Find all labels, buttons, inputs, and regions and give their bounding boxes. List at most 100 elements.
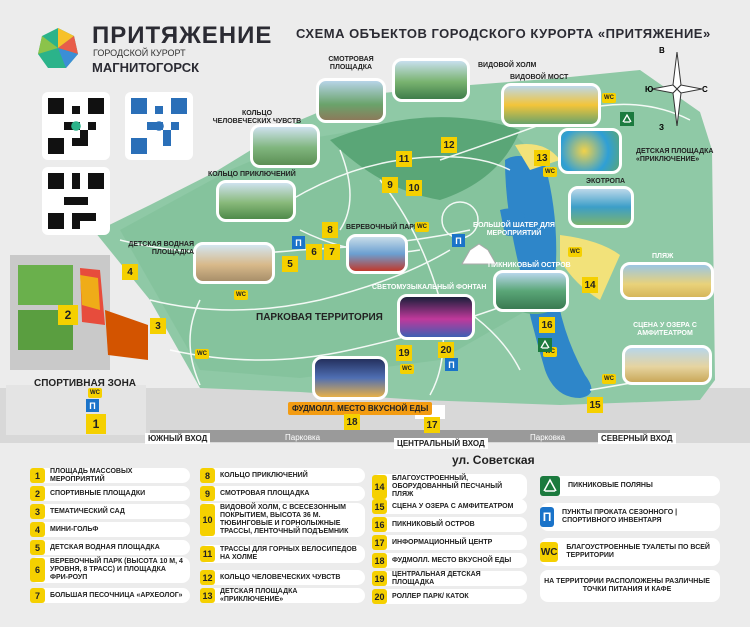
wc-marker[interactable]: WC bbox=[234, 290, 248, 300]
qr-icon bbox=[48, 173, 104, 229]
map-marker-9[interactable]: 9 bbox=[382, 177, 398, 193]
photo-stage[interactable] bbox=[622, 345, 712, 385]
map-marker-5[interactable]: 5 bbox=[282, 256, 298, 272]
label-fountain: СВЕТОМУЗЫКАЛЬНЫЙ ФОНТАН bbox=[372, 284, 487, 291]
north-gate[interactable]: СЕВЕРНЫЙ ВХОД bbox=[598, 433, 676, 444]
brand-subtitle: ГОРОДСКОЙ КУРОРТ bbox=[93, 48, 186, 58]
label-scenic-bridge: ВИДОВОЙ МОСТ bbox=[510, 74, 569, 81]
label-park-territory: ПАРКОВАЯ ТЕРРИТОРИЯ bbox=[256, 312, 383, 323]
wc-marker[interactable]: WC bbox=[543, 347, 557, 357]
map-marker-8[interactable]: 8 bbox=[322, 222, 338, 238]
rental-marker[interactable]: П bbox=[445, 358, 458, 371]
qr-code-1[interactable] bbox=[42, 92, 110, 160]
photo-scenic-bridge[interactable] bbox=[501, 83, 601, 127]
photo-scenic-hill[interactable] bbox=[392, 58, 470, 102]
photo-food-court[interactable] bbox=[312, 356, 388, 400]
picnic-icon[interactable] bbox=[620, 112, 634, 126]
label-picnic-island: ПИКНИКОВЫЙ ОСТРОВ bbox=[488, 262, 571, 269]
legend-wc: WC БЛАГОУСТРОЕННЫЕ ТУАЛЕТЫ ПО ВСЕЙ ТЕРРИ… bbox=[540, 538, 720, 566]
map-marker-1[interactable]: 1 bbox=[86, 414, 106, 434]
qr-icon bbox=[48, 98, 104, 154]
label-scenic-hill: ВИДОВОЙ ХОЛМ bbox=[478, 62, 537, 69]
wc-marker[interactable]: WC bbox=[195, 349, 209, 359]
label-adventure-ring: КОЛЬЦО ПРИКЛЮЧЕНИЙ bbox=[208, 171, 296, 178]
rent-icon: П bbox=[540, 507, 555, 527]
map-marker-6[interactable]: 6 bbox=[306, 244, 322, 260]
rental-marker[interactable]: П bbox=[452, 234, 465, 247]
wc-marker[interactable]: WC bbox=[602, 374, 616, 384]
qr-icon bbox=[131, 98, 187, 154]
photo-fountain[interactable] bbox=[397, 294, 475, 340]
map-marker-17[interactable]: 17 bbox=[424, 417, 440, 433]
south-gate[interactable]: ЮЖНЫЙ ВХОД bbox=[145, 433, 211, 444]
label-stage: СЦЕНА У ОЗЕРА С АМФИТЕАТРОМ bbox=[633, 322, 697, 337]
wc-marker[interactable]: WC bbox=[543, 167, 557, 177]
photo-kids-water[interactable] bbox=[193, 242, 275, 284]
wc-marker[interactable]: WC bbox=[415, 222, 429, 232]
map-marker-20[interactable]: 20 bbox=[438, 342, 454, 358]
label-beach: ПЛЯЖ bbox=[652, 253, 674, 260]
wc-marker[interactable]: WC bbox=[400, 364, 414, 374]
rental-marker[interactable]: П bbox=[292, 236, 305, 249]
map-marker-4[interactable]: 4 bbox=[122, 264, 138, 280]
wc-marker[interactable]: WC bbox=[568, 247, 582, 257]
wc-marker[interactable]: WC bbox=[88, 388, 102, 398]
label-observation: СМОТРОВАЯ ПЛОЩАДКА bbox=[328, 56, 374, 71]
photo-adventure-ring[interactable] bbox=[216, 180, 296, 222]
map-marker-18[interactable]: 18 bbox=[344, 414, 360, 430]
brand-city: МАГНИТОГОРСК bbox=[92, 60, 200, 75]
photo-beach[interactable] bbox=[620, 262, 714, 300]
map-marker-7[interactable]: 7 bbox=[324, 244, 340, 260]
wc-icon: WC bbox=[540, 542, 559, 562]
label-rope-park: ВЕРЕВОЧНЫЙ ПАРК bbox=[346, 224, 419, 231]
compass-west: Ю bbox=[645, 85, 654, 94]
brand-name: ПРИТЯЖЕНИЕ bbox=[92, 22, 273, 49]
map-marker-14[interactable]: 14 bbox=[582, 277, 598, 293]
photo-rope-park[interactable] bbox=[346, 234, 408, 274]
photo-picnic-island[interactable] bbox=[493, 270, 569, 312]
map-marker-16[interactable]: 16 bbox=[539, 317, 555, 333]
photo-ecotrail[interactable] bbox=[568, 186, 634, 228]
map-marker-15[interactable]: 15 bbox=[587, 397, 603, 413]
photo-observation[interactable] bbox=[316, 78, 386, 123]
map-marker-19[interactable]: 19 bbox=[396, 345, 412, 361]
label-ecotrail: ЭКОТРОПА bbox=[586, 178, 626, 185]
street-name: ул. Советская bbox=[452, 453, 535, 467]
central-gate[interactable]: ЦЕНТРАЛЬНЫЙ ВХОД bbox=[394, 438, 488, 449]
brand-logo-icon bbox=[38, 28, 78, 68]
photo-human-ring[interactable] bbox=[250, 124, 320, 168]
photo-kids-adventure[interactable] bbox=[558, 128, 622, 174]
qr-code-3[interactable] bbox=[42, 167, 110, 235]
map-marker-3[interactable]: 3 bbox=[150, 318, 166, 334]
map-marker-2[interactable]: 2 bbox=[58, 305, 78, 325]
map-marker-10[interactable]: 10 bbox=[406, 180, 422, 196]
map-marker-11[interactable]: 11 bbox=[396, 151, 412, 167]
wc-marker[interactable]: WC bbox=[602, 93, 616, 103]
compass-icon bbox=[651, 51, 703, 127]
map-marker-12[interactable]: 12 bbox=[441, 137, 457, 153]
label-sport-zone: СПОРТИВНАЯ ЗОНА bbox=[34, 378, 137, 389]
rental-marker[interactable]: П bbox=[86, 399, 99, 412]
compass-south: З bbox=[659, 123, 665, 132]
map-marker-13[interactable]: 13 bbox=[534, 150, 550, 166]
label-kids-adventure: ДЕТСКАЯ ПЛОЩАДКА «ПРИКЛЮЧЕНИЕ» bbox=[636, 148, 714, 163]
qr-code-2[interactable] bbox=[125, 92, 193, 160]
picnic-icon[interactable] bbox=[538, 338, 552, 352]
